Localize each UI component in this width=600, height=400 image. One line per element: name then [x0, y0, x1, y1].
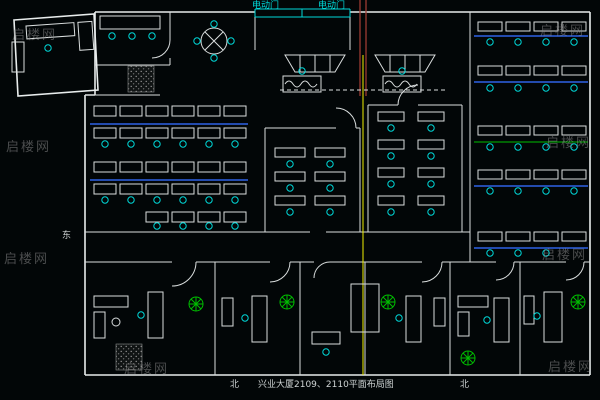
top-left-office [99, 15, 161, 93]
watermark: 启楼网 [4, 252, 50, 267]
round-meeting-table [193, 20, 235, 62]
door-swings [151, 39, 585, 287]
watermark: 启楼网 [542, 248, 588, 263]
annex-room-walls [11, 13, 99, 97]
stipple-column [127, 65, 155, 93]
reception-desks [282, 67, 422, 93]
right-wing-desk-banks [474, 21, 588, 257]
door-swing [335, 107, 357, 129]
watermark: 启楼网 [12, 28, 58, 43]
lobby-canopies [280, 54, 445, 91]
east-label: 东 [62, 231, 72, 241]
north-label-right: 北 [460, 380, 470, 390]
right-center-room-desks [377, 84, 445, 216]
conference-room-desks [274, 107, 357, 216]
electric-door-label-left: 电动门 [252, 1, 280, 11]
north-label-left: 北 [230, 380, 240, 390]
elevator-shaft [350, 283, 380, 333]
entrance-electric-doors [254, 0, 367, 96]
open-office-desk-banks [90, 105, 248, 230]
plan-title: 兴业大厦2109、2110平面布局图 [258, 380, 394, 390]
interior-walls [85, 12, 590, 375]
watermark: 启楼网 [6, 140, 52, 155]
watermark: 启楼网 [540, 24, 586, 39]
door-swing [397, 84, 419, 106]
stipple-column [115, 343, 143, 371]
perimeter-walls [84, 11, 591, 376]
electric-door-label-right: 电动门 [318, 1, 346, 11]
watermark: 启楼网 [124, 362, 170, 377]
annex-column-hatch [11, 41, 25, 73]
watermark: 启楼网 [546, 136, 592, 151]
bottom-offices-furniture [93, 291, 586, 371]
watermark: 启楼网 [548, 360, 594, 375]
wood-desk [543, 291, 563, 343]
